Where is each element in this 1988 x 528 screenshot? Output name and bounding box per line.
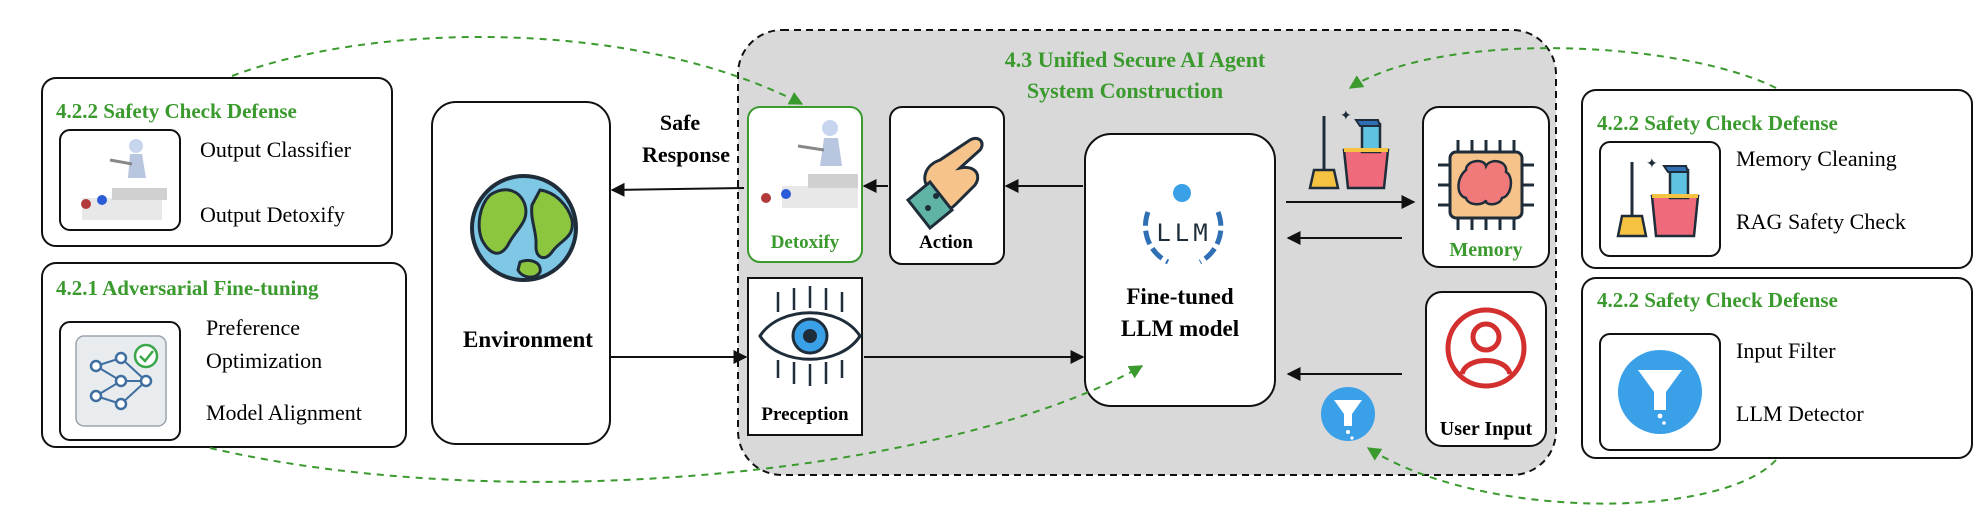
perception-node: Preception [747,277,863,436]
detoxify-label: Detoxify [771,232,840,253]
llm-node: LLM Fine-tuned LLM model [1084,133,1276,407]
perception-label: Preception [761,404,849,425]
cleaning-supplies-icon: ✦ [1616,157,1700,238]
user-input-label: User Input [1440,418,1533,440]
llm-logo-text: LLM [1156,219,1211,247]
right-top-item2: RAG Safety Check [1736,209,1906,234]
right-top-defense-box: 4.2.2 Safety Check Defense ✦ Memory Clea… [1581,89,1973,269]
llm-logo-icon: LLM [1142,184,1224,265]
right-top-item1: Memory Cleaning [1736,146,1897,171]
brain-chip-icon [1438,140,1534,230]
detoxify-node: Detoxify [747,106,863,263]
memory-node: Memory [1422,106,1550,268]
memory-label: Memory [1449,239,1522,261]
environment-label: Environment [463,327,593,352]
left-top-item1: Output Classifier [200,137,352,162]
action-label: Action [919,232,973,253]
flow-arrows [610,179,1416,381]
llm-label-line2: LLM model [1121,316,1239,341]
center-panel-title-line1: 4.3 Unified Secure AI Agent [1005,47,1266,72]
right-bottom-item1: Input Filter [1736,338,1836,363]
neural-network-icon [75,335,167,427]
right-bottom-defense-box: 4.2.2 Safety Check Defense Input Filter … [1581,277,1973,459]
link-right-bottom-to-filter [1366,447,1777,505]
detoxify-spray-icon [81,139,167,220]
action-node: Action [889,106,1005,265]
cleaning-supplies-icon: ✦ [1308,109,1390,190]
left-top-item2: Output Detoxify [200,202,345,227]
right-bottom-item2: LLM Detector [1736,401,1864,426]
llm-label-line1: Fine-tuned [1126,284,1234,309]
svg-text:✦: ✦ [1646,157,1658,172]
left-bottom-item2: Model Alignment [206,400,362,425]
dashed-green-links [209,35,1777,505]
hand-pointer-icon [905,136,984,231]
arrow-detoxify-to-environment [610,182,745,197]
right-top-title: 4.2.2 Safety Check Defense [1597,111,1838,135]
filter-icon [1321,387,1375,441]
input-filter-icon [1618,350,1702,434]
right-bottom-title: 4.2.2 Safety Check Defense [1597,288,1838,312]
left-bottom-item1-line1: Preference [206,315,300,340]
environment-node: Environment [431,101,611,445]
svg-text:✦: ✦ [1340,109,1352,124]
link-left-bottom-to-llm [209,365,1144,483]
left-top-defense-box: 4.2.2 Safety Check Defense Output Classi… [41,77,393,247]
safe-response-label-line1: Safe [660,110,701,135]
detoxify-spray-icon [761,120,858,208]
left-bottom-title: 4.2.1 Adversarial Fine-tuning [56,276,319,300]
left-top-title: 4.2.2 Safety Check Defense [56,99,297,123]
eye-circuit-icon [758,286,862,386]
center-panel-title-line2: System Construction [1027,78,1223,103]
link-left-top-to-detoxify [231,35,804,105]
left-bottom-finetune-box: 4.2.1 Adversarial Fine-tuning Preference… [41,262,407,448]
safe-response-label-line2: Response [642,142,730,167]
left-bottom-item1-line2: Optimization [206,348,322,373]
user-input-node: User Input [1425,291,1547,447]
user-avatar-icon [1445,307,1527,389]
globe-icon [470,174,578,282]
